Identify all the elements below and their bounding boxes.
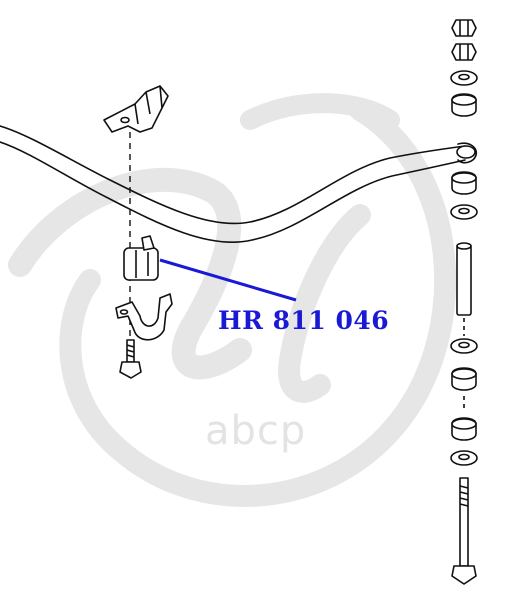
watermark-text: abcp [205,408,307,454]
lower-washer-1 [450,204,478,220]
long-bolt [451,477,477,585]
bushing-body [123,247,159,281]
watermark-stroke-mid [278,204,371,403]
stabilizer-bar [0,125,478,244]
top-bushing-1 [451,93,477,117]
watermark-logo [8,93,456,507]
stabilizer-bar-lower-edge [0,141,466,244]
lower-clamp-body [115,293,173,341]
watermark-stroke-top [240,93,400,130]
lower-washer-2 [450,338,478,354]
spacer-sleeve [456,242,472,316]
stabilizer-bar-upper-edge [0,125,466,225]
bushing-top-lip [141,235,155,251]
bushing-slit [135,250,149,278]
bushing [123,235,159,281]
upper-bracket [103,85,169,133]
lower-clamp [115,293,173,341]
stabilizer-bar-end-eye [457,142,478,164]
watermark-stroke-left [8,167,252,380]
mounting-bolt-head [119,361,142,379]
mounting-bolt [119,339,142,379]
leader-line [159,258,297,302]
upper-bracket-hole [120,116,130,124]
lower-clamp-hole [119,309,129,315]
top-nut-1 [451,19,477,37]
top-washer-1 [450,70,478,86]
part-number-label: HR 811 046 [218,306,390,335]
mounting-bolt-thread [126,344,135,358]
end-link-stack [450,19,478,585]
watermark-circle [59,99,456,507]
bar-eye-washer [456,145,476,159]
lower-washer-3 [450,450,478,466]
upper-bracket-flange [134,85,163,125]
lower-bushing-2 [451,367,477,391]
lower-bushing-1 [451,171,477,195]
lower-bushing-3 [451,417,477,441]
top-nut-2 [451,43,477,61]
